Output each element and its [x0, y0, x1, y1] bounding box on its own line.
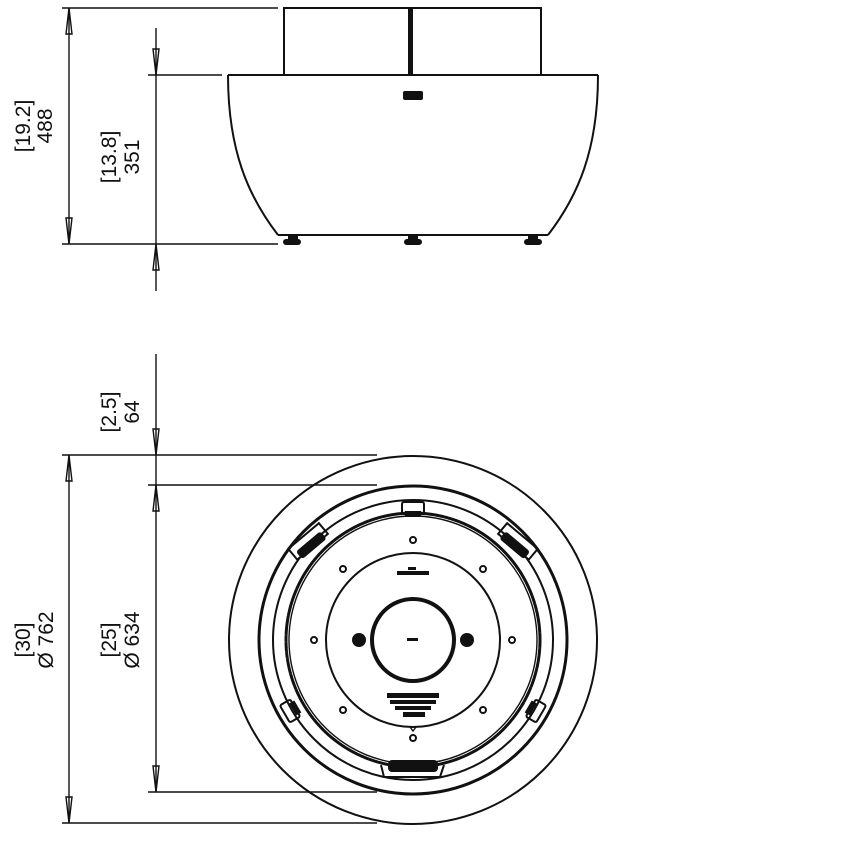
- ignition-badge: [403, 91, 423, 100]
- overall-height-dimension: [19.2] 488: [12, 7, 278, 245]
- inner-diameter-metric: Ø 634: [121, 611, 144, 669]
- bracket-upper-left: [286, 521, 330, 562]
- large-hole-left: [352, 633, 366, 647]
- burner-plate-circle: [325, 552, 501, 728]
- bowl-height-metric: 351: [121, 139, 144, 174]
- mounting-hole: [339, 706, 347, 714]
- elevation-view: [19.2] 488 [13.8] 351: [12, 7, 599, 291]
- arrow-up-icon: [152, 243, 160, 271]
- bowl-left-curve: [227, 74, 279, 236]
- mounting-hole: [479, 706, 487, 714]
- logo-marking: [397, 571, 429, 575]
- inner-diameter-dimension: [25] Ø 634: [98, 455, 377, 793]
- bowl-height-dimension: [13.8] 351: [98, 28, 222, 291]
- foot-center: [404, 236, 422, 245]
- arrow-down-icon: [152, 48, 160, 76]
- overall-height-metric: 488: [34, 108, 57, 143]
- bracket-upper-right: [496, 521, 540, 562]
- burner-center-circle: [370, 597, 456, 683]
- arrow-up-icon: [65, 454, 73, 482]
- foot-right: [524, 236, 542, 245]
- inner-rim-circle: [257, 484, 569, 796]
- rim-width-dimension: [2.5] 64: [98, 354, 160, 456]
- arrow-down-icon: [152, 765, 160, 793]
- mounting-hole: [479, 565, 487, 573]
- arrow-down-icon: [65, 217, 73, 245]
- bowl-right-curve: [547, 74, 599, 236]
- arrow-up-icon: [152, 484, 160, 512]
- burner-markings: [387, 567, 439, 733]
- outer-diameter-metric: Ø 762: [35, 611, 58, 668]
- inner-diameter-imperial: [25]: [98, 622, 121, 657]
- bracket-top: [401, 501, 425, 517]
- bowl-body: [227, 74, 599, 236]
- mounting-hole: [310, 636, 318, 644]
- feet: [283, 236, 542, 245]
- rim-width-imperial: [2.5]: [98, 392, 121, 433]
- mounting-hole: [409, 536, 417, 544]
- large-holes: [352, 633, 474, 647]
- arrow-up-icon: [65, 7, 73, 35]
- bowl-height-imperial: [13.8]: [98, 131, 121, 184]
- wind-screen: [283, 7, 542, 76]
- arrow-down-icon: [152, 428, 160, 456]
- outer-rim-circle: [228, 455, 598, 825]
- plan-view: [2.5] 64 [30] Ø 762 [25] Ø 634: [12, 354, 598, 825]
- arrow-down-icon: [65, 796, 73, 824]
- foot-left: [283, 236, 301, 245]
- bracket-lower-right: [524, 699, 547, 723]
- overall-height-imperial: [19.2]: [12, 100, 35, 153]
- large-hole-right: [460, 633, 474, 647]
- mounting-hole: [339, 565, 347, 573]
- bracket-bottom: [380, 760, 445, 778]
- rim-width-metric: 64: [121, 400, 144, 424]
- burner-tray-circle: [272, 499, 554, 781]
- bracket-lower-left: [279, 699, 302, 723]
- outer-diameter-dimension: [30] Ø 762: [12, 454, 377, 824]
- brackets: [279, 501, 547, 778]
- mounting-hole: [508, 636, 516, 644]
- mounting-holes: [310, 536, 516, 742]
- outer-diameter-imperial: [30]: [12, 622, 35, 657]
- mounting-hole: [409, 734, 417, 742]
- wind-screen-divider: [408, 8, 413, 75]
- rating-plate: [387, 693, 439, 717]
- center-slot: [407, 638, 418, 641]
